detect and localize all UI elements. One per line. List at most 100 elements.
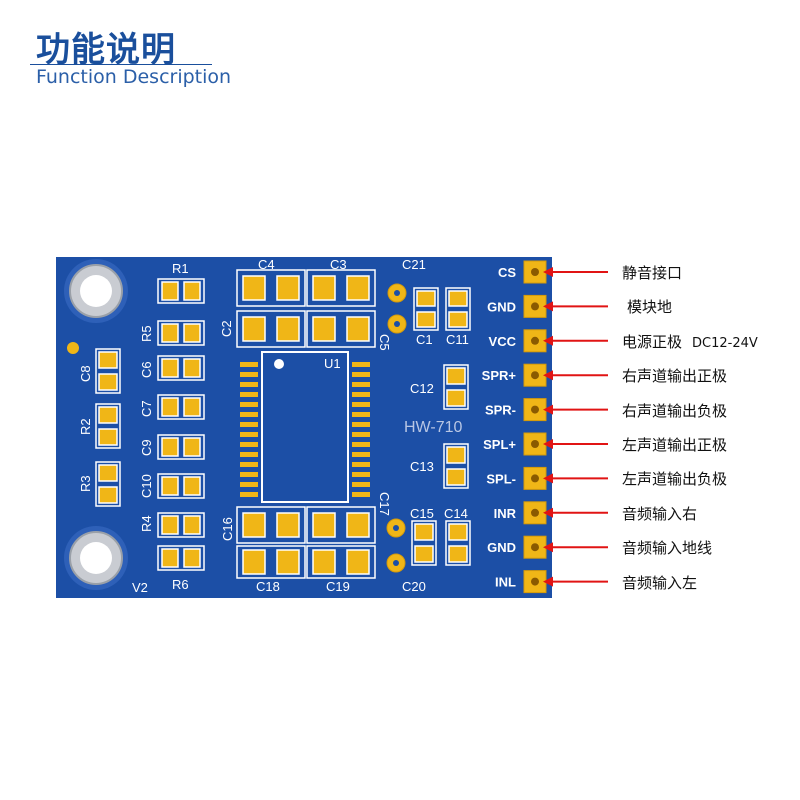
- pin-description: 音频输入右: [622, 503, 697, 524]
- ic-pin: [352, 472, 370, 477]
- arrow-head: [543, 439, 553, 449]
- pin-description-text: 静音接口: [622, 264, 683, 282]
- smd-pads-left: [157, 278, 205, 571]
- connector-pin-hole: [531, 302, 539, 311]
- arrow-head: [543, 473, 553, 484]
- pin-description-text: 电源正极: [622, 332, 683, 351]
- arrow-head: [543, 507, 553, 518]
- pin-silk-label: GND: [487, 299, 516, 314]
- ic-pin: [352, 402, 370, 407]
- pin-description-text: 音频输入右: [622, 504, 698, 523]
- arrow-head: [543, 301, 553, 312]
- pcb-board: [56, 257, 552, 598]
- pin-description: 左声道输出正极: [622, 434, 727, 455]
- capacitor-pads-bottom: [236, 506, 376, 579]
- pin-description: 静音接口: [622, 262, 682, 283]
- silk-u1: U1: [324, 356, 341, 371]
- page-subtitle: Function Description: [36, 66, 232, 88]
- via-holes: [393, 290, 400, 566]
- silk-c2: C2: [219, 320, 234, 337]
- pin-silk-label: SPR+: [482, 368, 517, 383]
- pin-description: 音频输入地线: [622, 537, 712, 558]
- ic-pin: [240, 482, 258, 487]
- connector-pin-hole: [531, 508, 539, 517]
- ic-pin: [240, 462, 258, 467]
- page-title: 功能说明: [36, 30, 176, 70]
- ic-pin: [352, 422, 370, 427]
- silk-v2: V2: [132, 580, 148, 595]
- silk-c6: C6: [139, 361, 154, 378]
- silk-r1: R1: [172, 261, 189, 276]
- arrow-head: [543, 576, 553, 587]
- ic-pin: [240, 492, 258, 497]
- connector-pin-hole: [531, 405, 539, 414]
- pin-silk-label: VCC: [489, 334, 517, 349]
- silk-r3: R3: [78, 475, 93, 492]
- pin-description: 音频输入左: [622, 572, 697, 593]
- pin-voltage-note: DC12-24V: [692, 335, 758, 351]
- arrow-head: [543, 542, 553, 553]
- pin-description: 左声道输出负极: [622, 468, 727, 489]
- pin-silk-label: INL: [495, 575, 516, 590]
- silk-c10: C10: [139, 474, 154, 498]
- ic-pin: [240, 392, 258, 397]
- pin-description: 右声道输出负极: [622, 400, 727, 421]
- mounting-hole-bottom: [64, 526, 128, 590]
- connector-pin-hole: [531, 336, 539, 345]
- ic-pin: [240, 382, 258, 387]
- arrow-head: [543, 370, 553, 381]
- silk-model: HW-710: [404, 419, 462, 436]
- pin-description-text: 模块地: [627, 298, 673, 317]
- ic-pin: [240, 362, 258, 367]
- ic-pin: [352, 392, 370, 397]
- connector-pin-hole: [531, 474, 539, 483]
- silk-c8: C8: [78, 365, 93, 382]
- connector-pin-hole: [531, 543, 539, 552]
- ic-pin: [352, 362, 370, 367]
- ic-pin: [352, 462, 370, 467]
- connector-pin-hole: [531, 440, 539, 448]
- ic-pin: [352, 412, 370, 417]
- silk-r4: R4: [139, 515, 154, 532]
- silk-c5: C5: [377, 334, 392, 351]
- silk-c9: C9: [139, 439, 154, 456]
- ic-pin: [352, 492, 370, 497]
- silk-c19: C19: [326, 579, 350, 594]
- silk-c4: C4: [258, 257, 275, 272]
- silk-c1: C1: [416, 332, 433, 347]
- pin-description-text: 左声道输出正极: [622, 436, 728, 454]
- ic-pin: [352, 452, 370, 457]
- silk-c18: C18: [256, 579, 280, 594]
- silk-c15: C15: [410, 506, 434, 521]
- ic-pin: [240, 422, 258, 427]
- ic-pin: [240, 442, 258, 447]
- pin-description-text: 音频输入左: [622, 573, 698, 592]
- silk-c14: C14: [444, 506, 468, 521]
- smd-pads-vertical: [95, 348, 121, 507]
- title-underline: [30, 64, 212, 65]
- pin-arrows: [543, 267, 608, 587]
- pin-description-text: 右声道输出负极: [622, 401, 728, 420]
- ic-pin: [352, 382, 370, 387]
- ic-pin: [240, 402, 258, 407]
- arrow-head: [543, 335, 553, 346]
- fiducial-dot: [67, 342, 79, 354]
- ic-pin: [352, 372, 370, 377]
- ic-pin: [352, 432, 370, 437]
- ic-pin: [240, 432, 258, 437]
- mounting-hole-top: [64, 259, 128, 323]
- silk-c21: C21: [402, 257, 426, 272]
- connector-pins: [523, 260, 547, 594]
- silk-c20: C20: [402, 579, 426, 594]
- ic-pin: [352, 442, 370, 447]
- silk-r6: R6: [172, 577, 189, 592]
- arrow-head: [543, 267, 553, 277]
- silk-c11: C11: [446, 332, 469, 347]
- pin-silk-label: SPL+: [483, 437, 516, 452]
- pin-description: 模块地: [627, 296, 672, 317]
- silk-c12: C12: [410, 381, 434, 396]
- ic-pin: [240, 372, 258, 377]
- pin-silk-label: GND: [487, 540, 516, 555]
- silk-c3: C3: [330, 257, 347, 272]
